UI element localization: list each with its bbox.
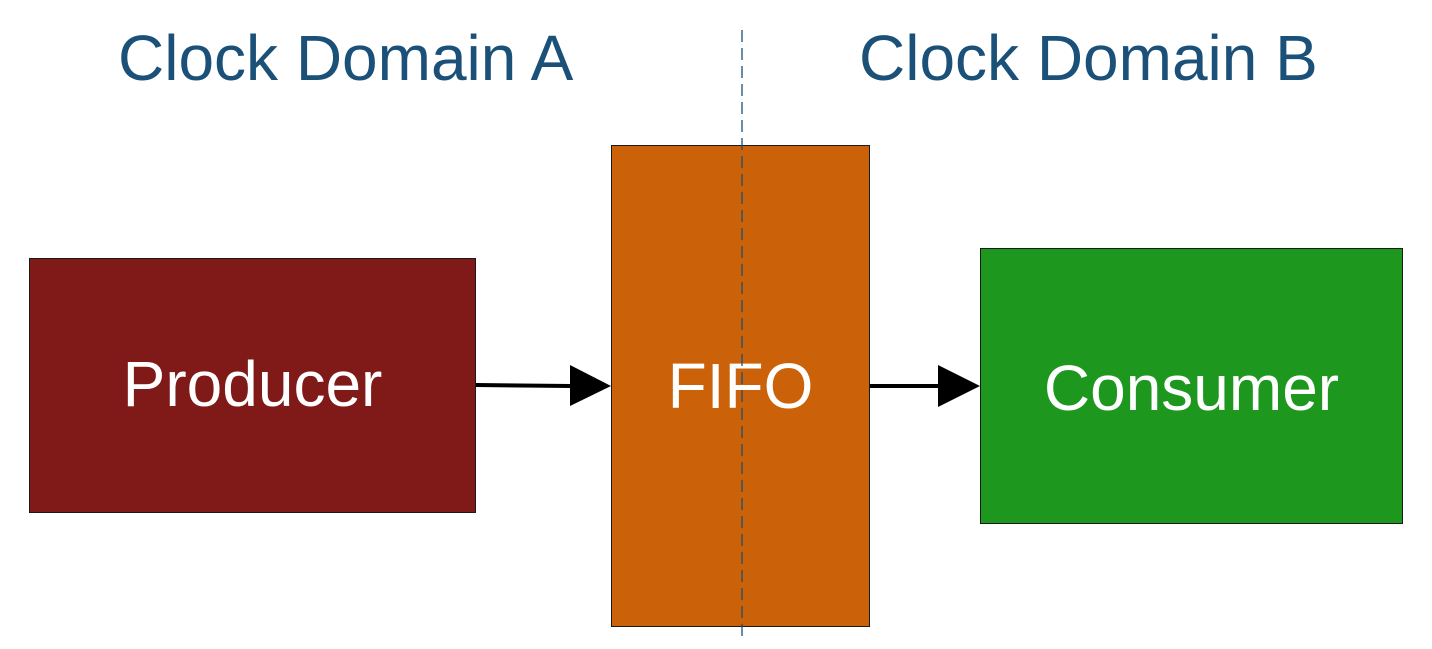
fifo-block: FIFO [611, 145, 870, 627]
clock-domain-a-label: Clock Domain A [118, 22, 574, 94]
producer-label: Producer [122, 347, 383, 420]
consumer-label: Consumer [1043, 352, 1340, 424]
producer-block: Producer [29, 258, 476, 513]
fifo-label: FIFO [667, 349, 814, 422]
arrow-producer-to-fifo [475, 365, 611, 406]
clock-domain-b-label: Clock Domain B [859, 22, 1318, 94]
consumer-block: Consumer [980, 248, 1403, 524]
arrow-fifo-to-consumer [870, 365, 980, 407]
